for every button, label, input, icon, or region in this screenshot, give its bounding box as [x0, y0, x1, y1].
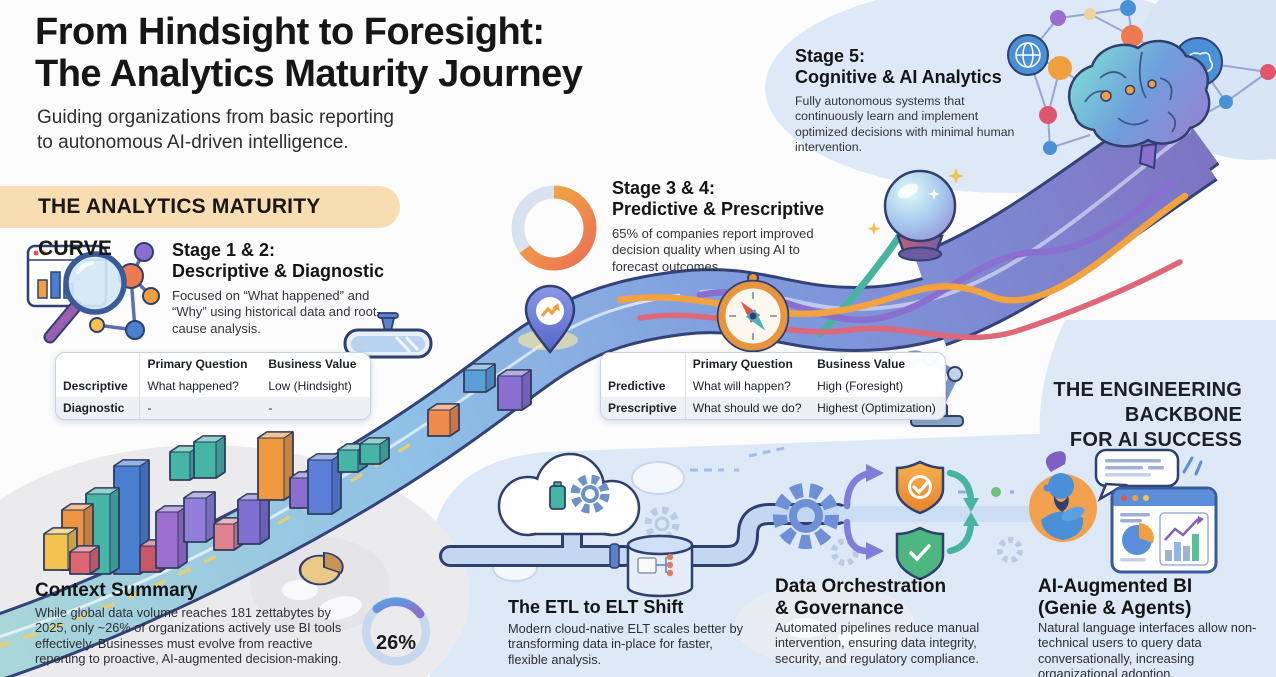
table-cell: What will happen?: [692, 379, 791, 393]
etl-body: Modern cloud-native ELT scales better by…: [508, 621, 743, 667]
cloud-gear-icon: [497, 452, 641, 537]
table-header-row: Primary Question Business Value: [56, 353, 370, 375]
orchestration-title-line2: & Governance: [775, 597, 904, 619]
section-banner: THE ANALYTICS MATURITY CURVE: [0, 186, 400, 260]
page-subtitle: Guiding organizations from basic reporti…: [37, 106, 457, 155]
stage34-body: 65% of companies report improved decisio…: [612, 226, 814, 274]
stage34-title: Stage 3 & 4: Predictive & Prescriptive: [612, 178, 872, 220]
orchestration-body: Automated pipelines reduce manual interv…: [775, 620, 980, 666]
table-cell: Diagnostic: [56, 397, 141, 419]
pipeline-split-arrows-icon: [843, 464, 884, 560]
table-cell: Low (Hindsight): [268, 379, 352, 393]
table-cell: Prescriptive: [601, 397, 686, 419]
engineering-backbone-title: THE ENGINEERING BACKBONE FOR AI SUCCESS: [1000, 378, 1242, 453]
table: Primary Question Business Value Predicti…: [601, 353, 945, 419]
database-icon: [626, 534, 694, 598]
stage12-body: Focused on “What happened” and “Why” usi…: [172, 288, 381, 336]
table-row: Predictive What will happen? High (Fores…: [601, 375, 945, 397]
descriptive-diagnostic-table: Primary Question Business Value Descript…: [55, 352, 371, 420]
stage34-title-line1: Stage 3 & 4:: [612, 178, 716, 198]
page-title-line2: The Analytics Maturity Journey: [35, 52, 583, 95]
stage12-title-line2: Descriptive & Diagnostic: [172, 261, 385, 282]
table-header-cell: Primary Question: [147, 357, 248, 371]
pipeline-merge-arrows-icon: [946, 469, 979, 555]
stage5-title-line2: Cognitive & AI Analytics: [795, 67, 1002, 88]
orchestration-title: Data Orchestration & Governance: [775, 576, 995, 619]
crystal-ball-icon: [867, 168, 964, 262]
context-summary-body: While global data volume reaches 181 zet…: [35, 605, 342, 667]
stage5-body: Fully autonomous systems that continuous…: [795, 94, 1015, 155]
pie-chart-icon: [298, 551, 344, 586]
backbone-line1: THE ENGINEERING: [1053, 379, 1242, 401]
stage5-title-line1: Stage 5:: [795, 46, 866, 66]
forecast-donut-gauge: [511, 185, 597, 271]
table-cell: What should we do?: [692, 401, 802, 415]
page-subtitle-line2: to autonomous AI-driven intelligence.: [37, 131, 349, 153]
table-cell: What happened?: [147, 379, 239, 393]
magnifier-icon: [43, 251, 127, 344]
orchestration-title-line1: Data Orchestration: [775, 576, 947, 597]
ai-bi-title-line1: AI-Augmented BI: [1038, 576, 1193, 597]
compliance-shield-green-icon: [895, 526, 945, 581]
security-shield-orange-icon: [895, 460, 945, 515]
stage5-title: Stage 5: Cognitive & AI Analytics: [795, 46, 1035, 88]
ai-bi-title-line2: (Genie & Agents): [1038, 597, 1192, 619]
table-header-cell: Business Value: [268, 357, 357, 371]
governance-flow: [843, 460, 979, 581]
stage34-title-line2: Predictive & Prescriptive: [612, 199, 825, 220]
table-row: Descriptive What happened? Low (Hindsigh…: [56, 375, 370, 397]
etl-title: The ETL to ELT Shift: [508, 597, 684, 617]
table: Primary Question Business Value Descript…: [56, 353, 370, 419]
page-title: From Hindsight to Foresight: The Analyti…: [35, 11, 735, 96]
predictive-prescriptive-table: Primary Question Business Value Predicti…: [600, 352, 946, 420]
table-header-cell: Business Value: [817, 357, 906, 371]
table-cell: Highest (Optimization): [817, 401, 936, 415]
table-header-row: Primary Question Business Value: [601, 353, 945, 375]
backbone-line3: FOR AI SUCCESS: [1069, 429, 1242, 451]
orchestration-gear-icon: [773, 483, 839, 549]
faint-gear-icon: [644, 506, 1023, 566]
ai-bi-title: AI-Augmented BI (Genie & Agents): [1038, 576, 1258, 619]
context-summary-title: Context Summary: [35, 580, 198, 601]
table-cell: High (Foresight): [817, 379, 904, 393]
page-title-line1: From Hindsight to Foresight:: [35, 11, 545, 53]
page-subtitle-line1: Guiding organizations from basic reporti…: [37, 107, 394, 128]
descriptive-analysis-icon: [26, 242, 160, 344]
compass-icon: [716, 272, 790, 353]
table-cell: Predictive: [601, 375, 686, 397]
data-bars-decoration: [43, 363, 532, 575]
neural-network-icon: [1007, 0, 1276, 155]
adoption-gauge: [361, 597, 431, 666]
adoption-gauge-label: 26%: [375, 632, 417, 654]
bi-dashboard-icon: [1110, 486, 1218, 574]
table-cell: -: [268, 401, 273, 415]
etl-pipeline-illustration: [439, 446, 1040, 598]
genie-icon: [1029, 451, 1097, 542]
stage12-title: Stage 1 & 2: Descriptive & Diagnostic: [172, 240, 402, 282]
table-header-cell: [601, 353, 686, 375]
ai-brain-icon: [1067, 39, 1211, 170]
ai-bi-body: Natural language interfaces allow non-te…: [1038, 620, 1257, 677]
table-header-cell: Primary Question: [692, 357, 793, 371]
stage12-title-line1: Stage 1 & 2:: [172, 240, 276, 260]
table-row: Prescriptive What should we do? Highest …: [601, 397, 945, 419]
globe-node-icon: [1007, 34, 1049, 76]
table-row: Diagnostic - -: [56, 397, 370, 419]
rearview-mirror-icon: [343, 312, 433, 359]
speech-bubble-icon: [1094, 448, 1203, 502]
table-cell: Descriptive: [56, 375, 141, 397]
backbone-line2: BACKBONE: [1124, 404, 1242, 426]
location-pin-icon: [524, 284, 576, 354]
table-header-cell: [56, 353, 141, 375]
table-cell: -: [147, 401, 152, 415]
